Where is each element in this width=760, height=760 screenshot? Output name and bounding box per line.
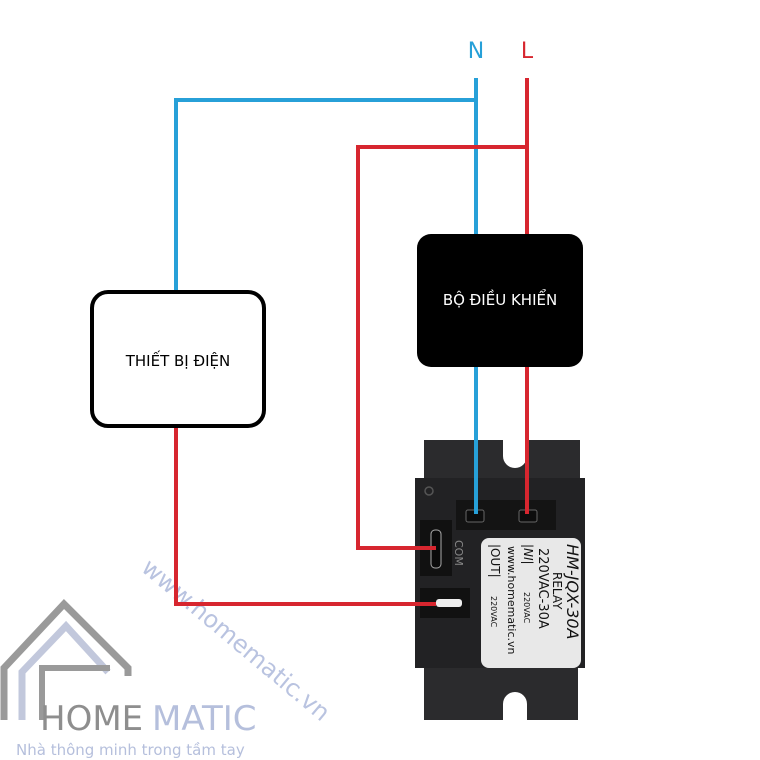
homematic-logo: HOME MATIC Nhà thông minh trong tầm tay (0, 598, 257, 759)
relay-website: www.homematic.vn (505, 546, 518, 655)
device-box: THIẾT BỊ ĐIỆN (90, 290, 266, 428)
com-label: COM (452, 540, 465, 566)
relay-out-voltage: 220VAC (489, 596, 498, 628)
slogan: Nhà thông minh trong tầm tay (16, 741, 245, 759)
relay-module: COM HM-JQX-30A RELAY 220VAC-30A |NI| 220… (415, 440, 585, 720)
live-label: L (521, 39, 534, 64)
live-wire-com (356, 145, 527, 550)
brand-home: HOME (40, 699, 143, 739)
relay-in-voltage: 220VAC (522, 592, 531, 624)
controller-box: BỘ ĐIỀU KHIỂN (417, 234, 583, 367)
relay-rating: 220VAC-30A (535, 548, 550, 629)
relay-in-label: |NI| (521, 544, 535, 565)
neutral-label: N (468, 39, 484, 64)
relay-model: HM-JQX-30A (563, 544, 582, 640)
brand-matic: MATIC (152, 699, 257, 739)
relay-type: RELAY (550, 572, 564, 610)
relay-out-label: |OUT| (488, 544, 502, 578)
device-label: THIẾT BỊ ĐIỆN (125, 349, 231, 370)
controller-label: BỘ ĐIỀU KHIỂN (443, 288, 557, 309)
neutral-wire-device (174, 98, 476, 292)
load-wire-out (174, 426, 436, 606)
